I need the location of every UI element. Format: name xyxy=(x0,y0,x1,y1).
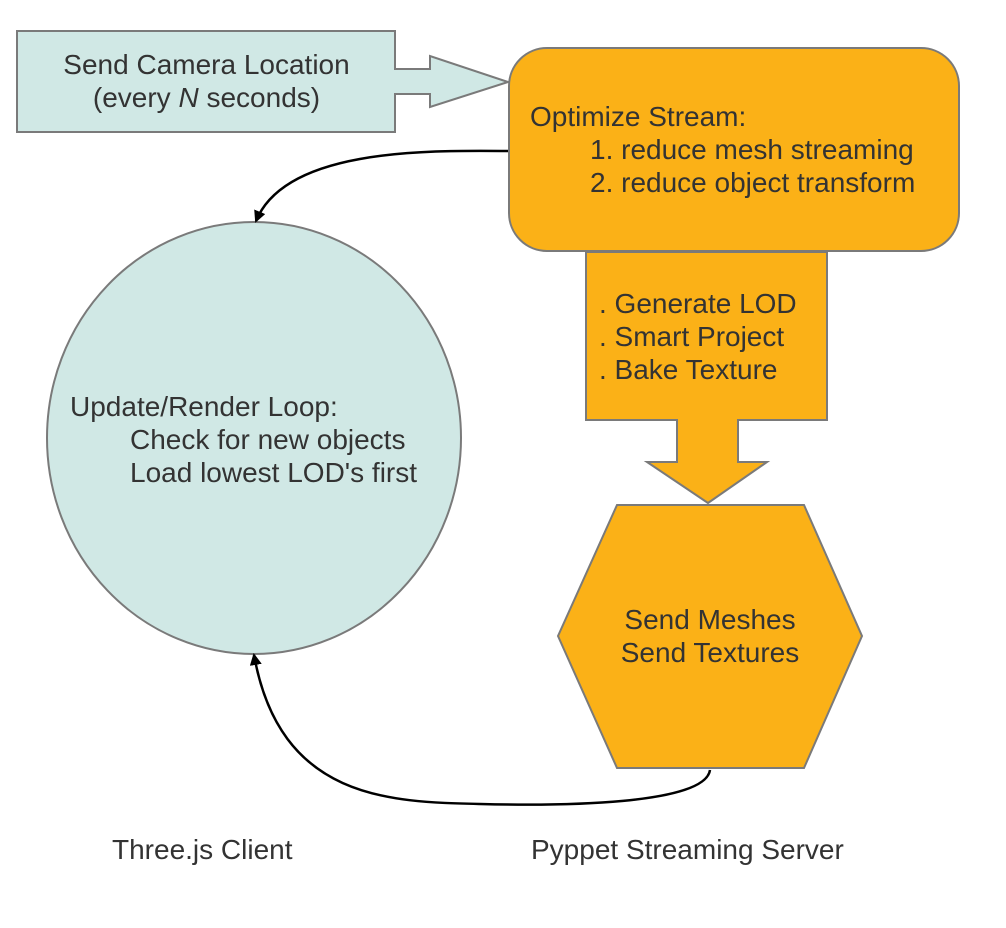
send-hexagon-label: Send Meshes Send Textures xyxy=(580,603,840,669)
client-loop-item: Check for new objects xyxy=(130,424,406,455)
camera-arrow-shape xyxy=(16,30,512,133)
send-hexagon-shape xyxy=(556,504,864,769)
process-step: . Smart Project xyxy=(599,321,785,352)
send-hexagon-line: Send Textures xyxy=(620,637,800,668)
camera-arrow-line2-prefix: (every xyxy=(92,82,179,113)
optimize-box-label: Optimize Stream: 1. reduce mesh streamin… xyxy=(530,100,915,199)
optimize-box-item: 2. reduce object transform xyxy=(590,167,916,198)
optimize-to-client-connector xyxy=(254,149,509,223)
camera-arrow-line2: (every N seconds) xyxy=(50,81,363,114)
client-loop-title: Update/Render Loop: xyxy=(70,391,338,422)
process-arrow-shape xyxy=(585,251,828,505)
hexagon-to-client-connector xyxy=(249,653,712,806)
process-step: . Bake Texture xyxy=(599,354,778,385)
process-arrow-label: . Generate LOD . Smart Project . Bake Te… xyxy=(599,287,797,386)
client-caption: Three.js Client xyxy=(112,834,293,865)
optimize-box-title: Optimize Stream: xyxy=(530,101,747,132)
client-loop-label: Update/Render Loop: Check for new object… xyxy=(70,390,417,489)
server-caption: Pyppet Streaming Server xyxy=(531,834,844,865)
send-hexagon-line: Send Meshes xyxy=(624,604,796,635)
camera-arrow-line2-var: N xyxy=(178,82,199,113)
camera-arrow-label: Send Camera Location (every N seconds) xyxy=(50,48,363,114)
client-loop-item: Load lowest LOD's first xyxy=(130,457,418,488)
camera-arrow-line2-suffix: seconds) xyxy=(198,82,321,113)
process-step: . Generate LOD xyxy=(599,288,797,319)
optimize-box-item: 1. reduce mesh streaming xyxy=(590,134,914,165)
camera-arrow-line1: Send Camera Location xyxy=(63,49,350,80)
